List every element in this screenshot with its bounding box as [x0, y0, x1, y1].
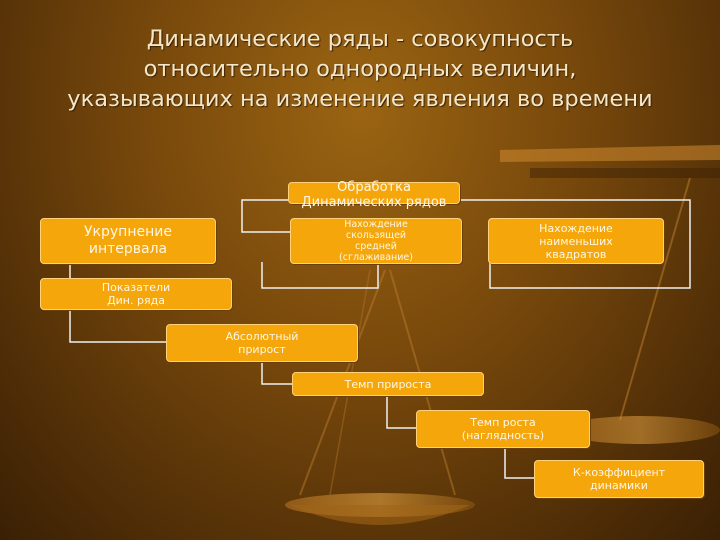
- moving-average-label: Нахождение скользящей средней (сглаживан…: [339, 219, 413, 263]
- growth-increment-rate-label: Темп прироста: [344, 377, 432, 391]
- processing-box: Обработка Динамических рядов: [288, 180, 460, 210]
- title-line-3: указывающих на изменение явления во врем…: [67, 86, 653, 112]
- absolute-growth-box: Абсолютный прирост: [166, 324, 358, 362]
- dynamics-coefficient-box: К-коэффициент динамики: [534, 460, 704, 498]
- moving-average-box: Нахождение скользящей средней (сглаживан…: [290, 218, 462, 264]
- growth-rate-box: Темп роста (наглядность): [416, 410, 590, 448]
- enlargement-label: Укрупнение интервала: [84, 224, 172, 257]
- least-squares-box: Нахождение наименьших квадратов: [488, 218, 664, 264]
- indicators-label: Показатели Дин. ряда: [101, 281, 171, 307]
- title-line-1: Динамические ряды - совокупность: [146, 26, 574, 52]
- growth-increment-rate-box: Темп прироста: [292, 372, 484, 396]
- indicators-box: Показатели Дин. ряда: [40, 278, 232, 310]
- least-squares-label: Нахождение наименьших квадратов: [539, 221, 613, 261]
- growth-rate-label: Темп роста (наглядность): [461, 416, 545, 442]
- enlargement-box: Укрупнение интервала: [40, 218, 216, 264]
- processing-label: Обработка Динамических рядов: [301, 180, 447, 210]
- slide-title: Динамические ряды - совокупность относит…: [20, 24, 700, 114]
- dynamics-coefficient-label: К-коэффициент динамики: [572, 466, 666, 492]
- absolute-growth-label: Абсолютный прирост: [225, 330, 299, 356]
- title-line-2: относительно однородных величин,: [143, 56, 577, 82]
